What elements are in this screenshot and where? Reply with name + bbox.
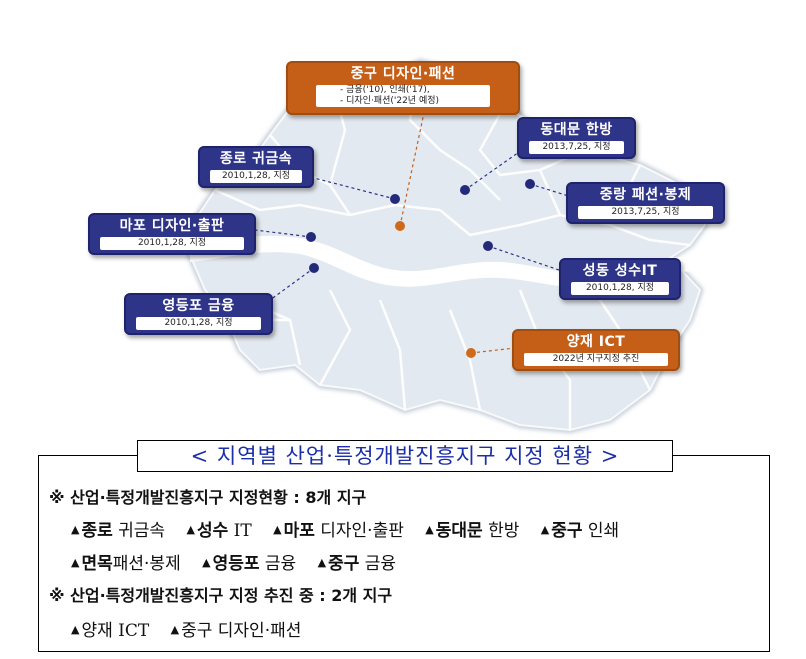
item-text: 디자인·출판 [314,521,404,541]
list-item: ▲양재 ICT [71,621,149,641]
mapo-dot [306,232,316,242]
item-text: 금융 [259,554,297,574]
label-mapo: 마포 디자인·출판 2010,1,28, 지정 [88,213,256,255]
label-sub: 2013,7,25, 지정 [529,141,624,154]
seongdong-dot [483,241,493,251]
planned-heading: ※ 산업·특정개발진흥지구 지정 추진 중 : 2개 지구 [49,586,393,605]
item-text: 금융 [359,554,397,574]
triangle-icon: ▲ [317,556,327,569]
label-sub: - 금융('10), 인쇄('17), - 디자인·패션('22년 예정) [316,85,490,107]
label-dongdaemun: 동대문 한방 2013,7,25, 지정 [517,117,636,159]
label-jungnang: 중랑 패션·봉제 2013,7,25, 지정 [566,182,725,224]
label-name: 영등포 금융 [162,298,235,314]
item-bold: 중구 [328,554,360,574]
item-text: 인쇄 [582,521,620,541]
label-name: 마포 디자인·출판 [119,218,225,234]
triangle-icon: ▲ [170,623,180,636]
triangle-icon: ▲ [540,523,550,536]
list-item: ▲종로 귀금속 [71,521,165,541]
label-sub: 2022년 지구지정 추진 [524,353,668,366]
label-sub: 2010,1,28, 지정 [136,317,261,330]
item-bold: 영등포 [212,554,260,574]
jungnang-dot [525,179,535,189]
yeongdeungpo-dot [309,263,319,273]
list-item: ▲성수 IT [186,521,251,541]
label-sub-line: - 금융('10), 인쇄('17), [340,85,430,95]
item-bold: 성수 [196,521,229,541]
label-name: 양재 ICT [566,334,626,350]
page-title: < 지역별 산업·특정개발진흥지구 지정 현황 > [137,440,673,472]
item-text: 패션·봉제 [112,554,181,574]
designated-row-2: ▲면목패션·봉제 ▲영등포 금융 ▲중구 금융 [71,549,412,574]
label-name: 성동 성수IT [582,263,658,279]
item-bold: 동대문 [435,521,483,541]
triangle-icon: ▲ [186,523,195,536]
item-bold: 중구 [551,521,583,541]
label-yeongdeungpo: 영등포 금융 2010,1,28, 지정 [124,293,273,335]
triangle-icon: ▲ [71,523,80,536]
jongno-dot [390,194,400,204]
label-name: 중랑 패션·봉제 [599,187,692,203]
list-item: ▲영등포 금융 [202,554,296,574]
list-item: ▲중구 인쇄 [541,521,619,541]
label-name: 동대문 한방 [540,122,613,138]
item-text: 귀금속 [112,521,166,541]
label-seongdong: 성동 성수IT 2010,1,28, 지정 [559,258,681,300]
list-item: ▲중구 디자인·패션 [171,621,302,641]
label-name: 중구 디자인·패션 [350,66,456,82]
label-jongno: 종로 귀금속 2010,1,28, 지정 [198,146,314,188]
list-item: ▲면목패션·봉제 [71,554,181,574]
label-sub: 2013,7,25, 지정 [578,206,713,219]
designated-heading: ※ 산업·특정개발진흥지구 지정현황 : 8개 지구 [49,488,367,507]
triangle-icon: ▲ [202,556,211,569]
item-bold: 마포 [283,521,315,541]
label-sub: 2010,1,28, 지정 [100,237,244,250]
dongdaemun-dot [460,185,470,195]
triangle-icon: ▲ [273,523,282,536]
item-text: 양재 ICT [81,621,150,641]
label-sub: 2010,1,28, 지정 [571,282,669,295]
label-sub-line: - 디자인·패션('22년 예정) [340,96,440,106]
list-item: ▲동대문 한방 [425,521,519,541]
triangle-icon: ▲ [71,623,80,636]
label-yangjae: 양재 ICT 2022년 지구지정 추진 [512,329,680,371]
label-name: 종로 귀금속 [219,151,293,167]
label-sub: 2010,1,28, 지정 [210,170,302,183]
item-text: 한방 [482,521,520,541]
designated-row-1: ▲종로 귀금속 ▲성수 IT ▲마포 디자인·출판 ▲동대문 한방 ▲중구 인쇄 [71,516,619,541]
junggu-dot [395,221,405,231]
planned-row: ▲양재 ICT ▲중구 디자인·패션 [71,616,317,641]
triangle-icon: ▲ [71,556,80,569]
item-text: IT [228,521,252,541]
label-junggu-design: 중구 디자인·패션 - 금융('10), 인쇄('17), - 디자인·패션('… [286,61,520,115]
item-bold: 종로 [81,521,113,541]
list-item: ▲마포 디자인·출판 [273,521,404,541]
item-text: 중구 디자인·패션 [181,621,302,641]
yangjae-dot [466,348,476,358]
item-bold: 면목 [81,554,113,574]
info-box: ※ 산업·특정개발진흥지구 지정현황 : 8개 지구 ▲종로 귀금속 ▲성수 I… [38,455,770,652]
triangle-icon: ▲ [425,523,434,536]
list-item: ▲중구 금융 [318,554,396,574]
